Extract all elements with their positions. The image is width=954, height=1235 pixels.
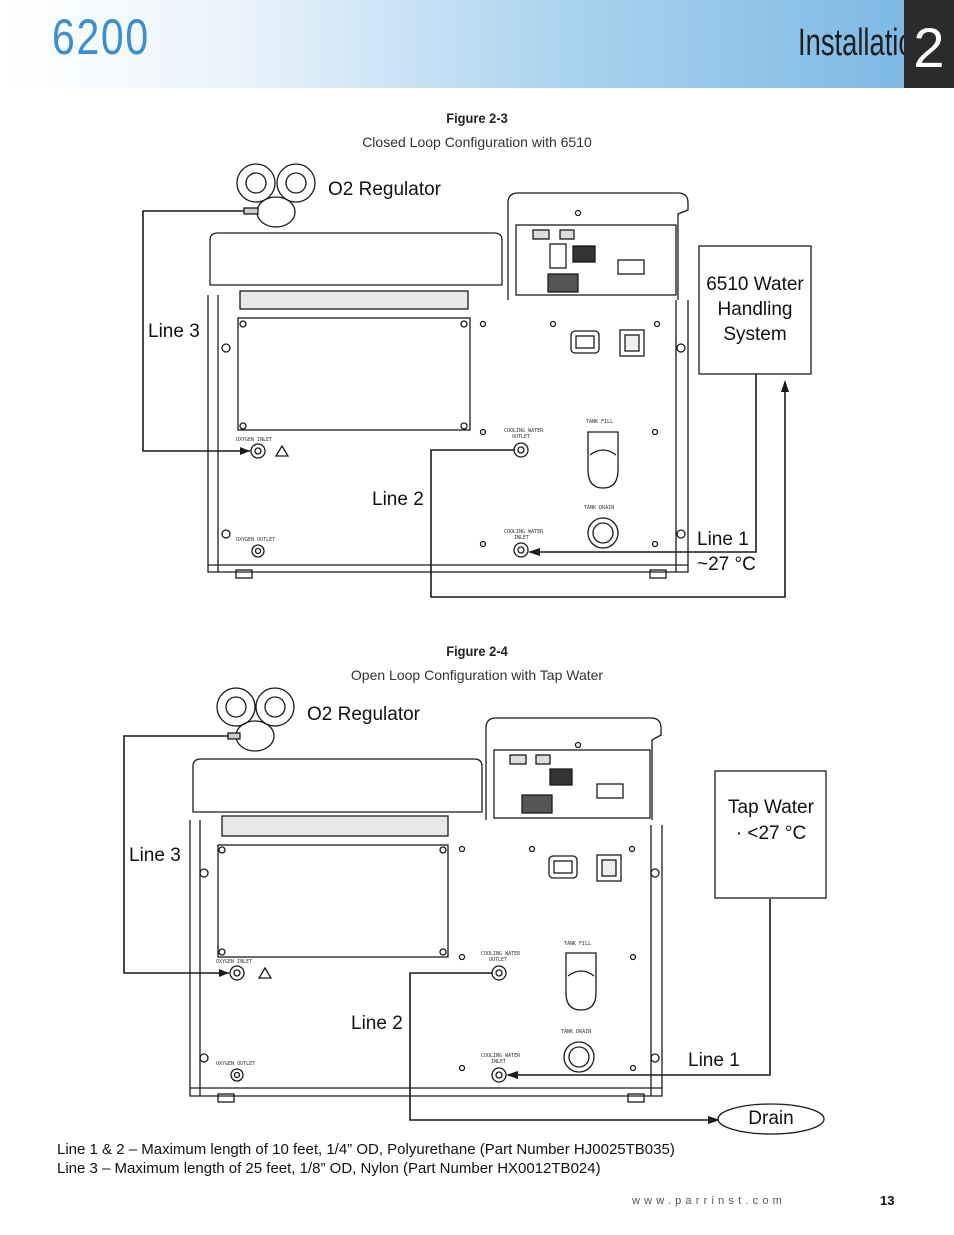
cooling-outlet-fitting-4 bbox=[491, 965, 507, 981]
oxygen-inlet-fitting bbox=[250, 443, 266, 459]
oxygen-outlet-label: OXYGEN OUTLET bbox=[216, 1061, 255, 1067]
tank-fill-label: TANK FILL bbox=[586, 419, 613, 425]
cooling-inlet-label-1: COOLING WATER bbox=[504, 529, 544, 535]
tap-water-line-1: Tap Water bbox=[728, 797, 814, 818]
figure-4-label: Figure 2-4 bbox=[446, 643, 508, 659]
figure-4-water-box-text: Tap Water · <27 °C bbox=[716, 795, 826, 847]
tap-water-box bbox=[714, 770, 827, 899]
water-box-line-1: 6510 Water bbox=[706, 274, 804, 295]
figure-3-line1-label: Line 1 bbox=[697, 529, 749, 550]
figure-4-line2-label: Line 2 bbox=[351, 1013, 403, 1034]
figure-4-caption: Open Loop Configuration with Tap Water bbox=[350, 667, 604, 683]
water-handling-system-box bbox=[698, 245, 812, 375]
cooling-outlet-label-2: OUTLET bbox=[512, 434, 530, 440]
tap-water-line-2: · <27 °C bbox=[735, 823, 807, 844]
oxygen-inlet-label: OXYGEN INLET bbox=[216, 959, 252, 965]
regulator-gauge-right bbox=[276, 163, 316, 203]
regulator-gauge-left bbox=[236, 163, 276, 203]
oxygen-outlet-label: OXYGEN OUTLET bbox=[236, 537, 275, 543]
water-box-line-2: Handling bbox=[717, 299, 793, 320]
page-number: 13 bbox=[880, 1193, 895, 1208]
note-line-3: Line 3 – Maximum length of 25 feet, 1/8”… bbox=[57, 1160, 601, 1177]
figure-3-regulator-label: O2 Regulator bbox=[328, 179, 442, 200]
cooling-inlet-label-2: INLET bbox=[491, 1059, 506, 1065]
cooling-outlet-label-2: OUTLET bbox=[489, 957, 507, 963]
figure-3-line1-temp: ~27 °C bbox=[697, 554, 756, 575]
cooling-inlet-fitting-4 bbox=[491, 1067, 507, 1083]
cooling-inlet-fitting-3 bbox=[513, 542, 529, 558]
figure-4-drain-label: Drain bbox=[748, 1108, 794, 1129]
page-header: 6200 Installation 2 bbox=[0, 0, 954, 88]
drain-ellipse bbox=[717, 1103, 825, 1135]
oxygen-outlet-fitting bbox=[230, 1068, 244, 1082]
oxygen-inlet-fitting bbox=[229, 965, 245, 981]
figure-4-line1-label: Line 1 bbox=[688, 1050, 740, 1071]
note-line-1-2: Line 1 & 2 – Maximum length of 10 feet, … bbox=[57, 1141, 675, 1158]
footer-website: www.parrinst.com bbox=[632, 1195, 786, 1207]
cooling-outlet-label-1: COOLING WATER bbox=[504, 428, 544, 434]
figure-4-regulator-label: O2 Regulator bbox=[307, 704, 421, 725]
cooling-inlet-label-2: INLET bbox=[514, 535, 529, 541]
figure-3-line2-label: Line 2 bbox=[372, 489, 424, 510]
figure-3-line3-label: Line 3 bbox=[148, 321, 200, 342]
chapter-number-badge: 2 bbox=[904, 0, 954, 88]
regulator-gauge-right bbox=[255, 687, 295, 727]
figure-3-caption: Closed Loop Configuration with 6510 bbox=[362, 134, 592, 150]
oxygen-inlet-label: OXYGEN INLET bbox=[236, 437, 272, 443]
figure-3-label: Figure 2-3 bbox=[446, 110, 508, 126]
water-box-line-3: System bbox=[723, 324, 787, 345]
cooling-outlet-label-1: COOLING WATER bbox=[481, 951, 521, 957]
cooling-inlet-label-1: COOLING WATER bbox=[481, 1053, 521, 1059]
regulator-gauge-left bbox=[216, 687, 256, 727]
tank-drain-label: TANK DRAIN bbox=[561, 1029, 591, 1035]
oxygen-outlet-fitting bbox=[251, 544, 265, 558]
figure-4-line3-label: Line 3 bbox=[129, 845, 181, 866]
model-number: 6200 bbox=[52, 9, 150, 65]
tank-drain-label: TANK DRAIN bbox=[584, 505, 614, 511]
figure-3-water-box-text: 6510 Water Handling System bbox=[700, 272, 810, 347]
regulator-body bbox=[235, 720, 275, 752]
tank-fill-label: TANK FILL bbox=[564, 941, 591, 947]
